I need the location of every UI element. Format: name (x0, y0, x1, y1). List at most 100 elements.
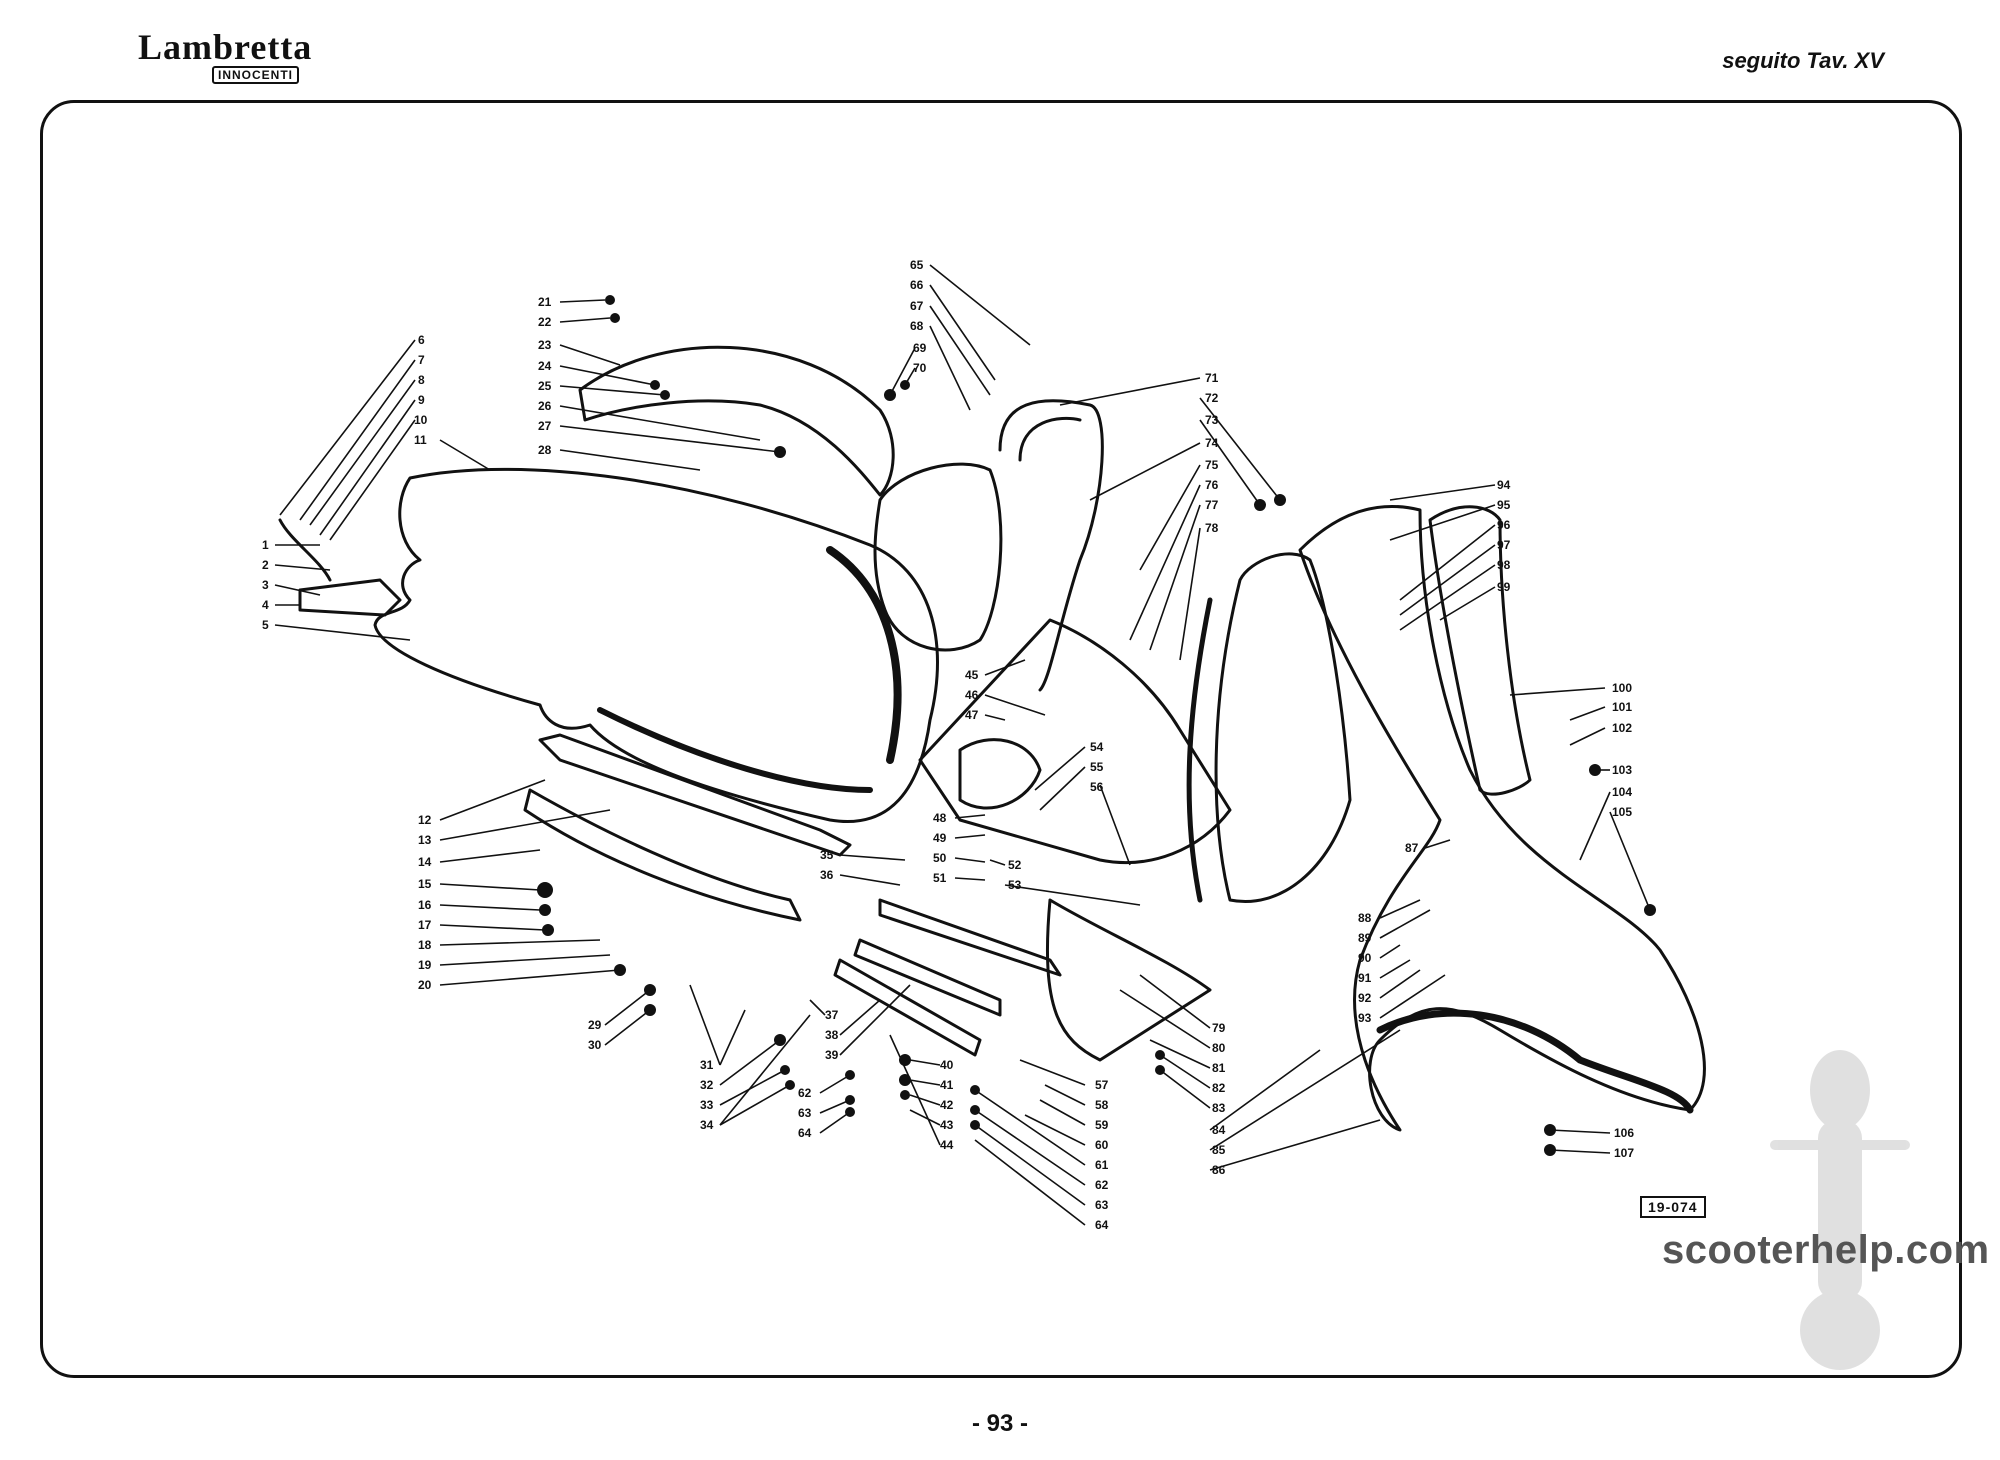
callout-41: 41 (940, 1078, 954, 1092)
callout-107: 107 (1614, 1146, 1634, 1160)
callout-55: 55 (1090, 760, 1104, 774)
watermark-text: scooterhelp.com (1662, 1228, 1990, 1272)
callout-43: 43 (940, 1118, 954, 1132)
callout-11: 11 (414, 433, 427, 447)
callout-82: 82 (1212, 1081, 1226, 1095)
callout-13: 13 (418, 833, 432, 847)
callout-18: 18 (418, 938, 432, 952)
callout-15: 15 (418, 877, 432, 891)
callout-81: 81 (1212, 1061, 1226, 1075)
callout-12: 12 (418, 813, 432, 827)
callout-100: 100 (1612, 681, 1632, 695)
callout-8: 8 (418, 373, 425, 387)
callout-23: 23 (538, 338, 552, 352)
callout-89: 89 (1358, 931, 1372, 945)
callout-97: 97 (1497, 538, 1511, 552)
callout-25: 25 (538, 379, 552, 393)
callout-70: 70 (913, 361, 927, 375)
front-mudguard (578, 345, 895, 497)
callout-57: 57 (1095, 1078, 1109, 1092)
callout-37: 37 (825, 1008, 839, 1022)
side-panel-left (373, 467, 939, 823)
callout-103: 103 (1612, 763, 1632, 777)
horn-casting (873, 462, 1003, 652)
callout-62: 62 (1095, 1178, 1109, 1192)
callout-68: 68 (910, 319, 924, 333)
callout-93: 93 (1358, 1011, 1372, 1025)
callout-87: 87 (1405, 841, 1419, 855)
callout-85: 85 (1212, 1143, 1226, 1157)
callout-91: 91 (1358, 971, 1372, 985)
callout-92: 92 (1358, 991, 1372, 1005)
callout-48: 48 (933, 811, 947, 825)
callout-104: 104 (1612, 785, 1632, 799)
page-number: - 93 - (971, 1410, 1028, 1437)
callout-105: 105 (1612, 805, 1632, 819)
callout-98: 98 (1497, 558, 1511, 572)
callout-42: 42 (940, 1098, 954, 1112)
diagram-frame (40, 100, 1962, 1378)
callout-62b: 62 (798, 1086, 812, 1100)
callout-24: 24 (538, 359, 552, 373)
floor-tunnel (918, 618, 1232, 865)
callout-36: 36 (820, 868, 834, 882)
callout-101: 101 (1612, 700, 1632, 714)
callout-51: 51 (933, 871, 947, 885)
latch-lever (298, 578, 402, 617)
callout-22: 22 (538, 315, 552, 329)
callout-73: 73 (1205, 413, 1219, 427)
callout-26: 26 (538, 399, 552, 413)
callout-38: 38 (825, 1028, 839, 1042)
callout-66: 66 (910, 278, 924, 292)
callout-1: 1 (262, 538, 269, 552)
callout-54: 54 (1090, 740, 1104, 754)
reference-code: 19-074 (1640, 1196, 1706, 1218)
callout-102: 102 (1612, 721, 1632, 735)
logo-text: Lambretta (138, 27, 313, 67)
callout-72: 72 (1205, 391, 1219, 405)
callout-49: 49 (933, 831, 947, 845)
page-title: seguito Tav. XV (1722, 48, 1884, 73)
side-panel-right (1214, 552, 1352, 903)
callout-9: 9 (418, 393, 425, 407)
callout-63b: 63 (798, 1106, 812, 1120)
callout-3: 3 (262, 578, 269, 592)
callout-78: 78 (1205, 521, 1219, 535)
callout-83: 83 (1212, 1101, 1226, 1115)
callout-76: 76 (1205, 478, 1219, 492)
running-board-lower (523, 788, 802, 922)
callout-60: 60 (1095, 1138, 1109, 1152)
grab-rail (998, 399, 1104, 692)
callout-21: 21 (538, 295, 552, 309)
callout-75: 75 (1205, 458, 1219, 472)
callout-95: 95 (1497, 498, 1511, 512)
callout-27: 27 (538, 419, 552, 433)
callout-32: 32 (700, 1078, 714, 1092)
callout-4: 4 (262, 598, 269, 612)
callout-33: 33 (700, 1098, 714, 1112)
callout-86: 86 (1212, 1163, 1226, 1177)
callout-59: 59 (1095, 1118, 1109, 1132)
callout-50: 50 (933, 851, 947, 865)
running-board-left (538, 733, 852, 857)
callout-35: 35 (820, 848, 834, 862)
callout-40: 40 (940, 1058, 954, 1072)
callout-90: 90 (1358, 951, 1372, 965)
floor-strip-1 (878, 898, 1062, 977)
floor-strip-2 (853, 938, 1002, 1017)
callout-56: 56 (1090, 780, 1104, 794)
callout-31: 31 (700, 1058, 714, 1072)
callout-65: 65 (910, 258, 924, 272)
callout-52: 52 (1008, 858, 1022, 872)
callout-74: 74 (1205, 436, 1219, 450)
callout-61: 61 (1095, 1158, 1109, 1172)
callout-39: 39 (825, 1048, 839, 1062)
callout-94: 94 (1497, 478, 1511, 492)
callout-71: 71 (1205, 371, 1219, 385)
callout-58: 58 (1095, 1098, 1109, 1112)
front-shield (1298, 504, 1706, 1132)
callout-44: 44 (940, 1138, 954, 1152)
callout-2: 2 (262, 558, 269, 572)
lambretta-logo: Lambretta INNOCENTI (138, 27, 360, 84)
